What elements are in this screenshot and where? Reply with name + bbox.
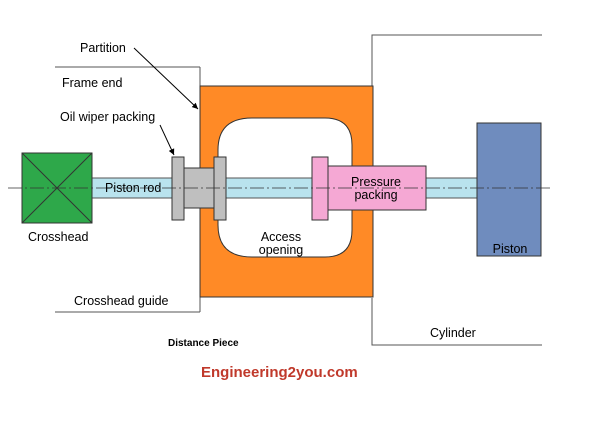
cylinder-outline — [371, 34, 542, 346]
piston-rod-label: Piston rod — [105, 181, 161, 195]
cylinder-label: Cylinder — [430, 326, 476, 340]
oil-wiper-packing-label: Oil wiper packing — [60, 110, 155, 124]
pressure-packing-label-1: Pressure — [351, 175, 401, 189]
access-opening-label-1: Access — [261, 230, 301, 244]
pressure-packing-label-2: packing — [354, 188, 397, 202]
piston-label: Piston — [493, 242, 528, 256]
distance-piece-label: Distance Piece — [168, 338, 239, 349]
oil-wiper-packing — [171, 156, 227, 221]
partition-label: Partition — [80, 41, 126, 55]
oil-wiper-arrow — [159, 124, 175, 156]
crosshead-label: Crosshead — [28, 230, 88, 244]
partition-arrow — [133, 47, 199, 110]
frame-end-label: Frame end — [62, 76, 122, 90]
access-opening-label-2: opening — [259, 243, 304, 257]
piston — [476, 122, 542, 257]
distance-piece — [199, 85, 374, 298]
crosshead-guide-label: Crosshead guide — [74, 294, 169, 308]
watermark-text: Engineering2you.com — [201, 364, 358, 381]
